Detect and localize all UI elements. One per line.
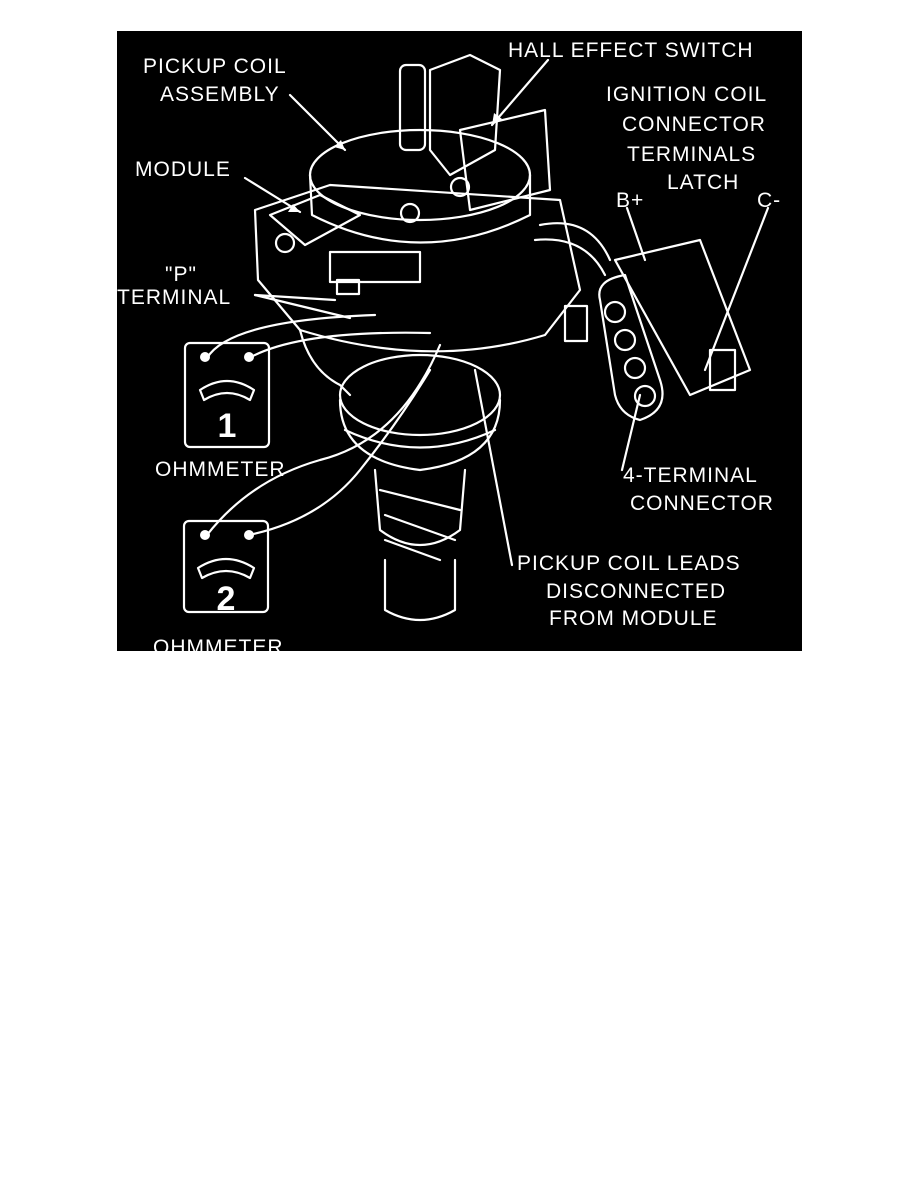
ohmmeter-2-label: OHMMETER [153, 636, 284, 659]
leader-lines [243, 58, 770, 567]
module-label: MODULE [135, 158, 231, 181]
four-terminal-connector-illustration [598, 238, 752, 422]
ohmmeter-1-number: 1 [218, 407, 237, 445]
pickup-leads-label-line3: FROM MODULE [549, 607, 718, 630]
p-terminal-label-line1: "P" [165, 263, 197, 286]
four-terminal-label-line1: 4-TERMINAL [623, 464, 758, 487]
hall-effect-switch-label: HALL EFFECT SWITCH [508, 39, 754, 62]
p-terminal-label-line2: TERMINAL [117, 286, 231, 309]
b-plus-label: B+ [616, 189, 644, 212]
ohmmeter-2-number: 2 [217, 580, 236, 618]
pickup-leads-label-line2: DISCONNECTED [546, 580, 726, 603]
ohmmeter-leads [205, 313, 442, 537]
ohmmeter-1: 1 [183, 341, 271, 449]
ignition-coil-label-line3: TERMINALS [627, 143, 756, 166]
distributor-illustration [253, 53, 752, 621]
ohmmeter-1-label: OHMMETER [155, 458, 286, 481]
ignition-coil-label-line2: CONNECTOR [622, 113, 766, 136]
four-terminal-label-line2: CONNECTOR [630, 492, 774, 515]
pickup-coil-assembly-label-line1: PICKUP COIL [143, 55, 287, 78]
pickup-coil-assembly-label-line2: ASSEMBLY [160, 83, 280, 106]
c-minus-label: C- [757, 189, 781, 212]
ohmmeter-2: 2 [182, 519, 270, 618]
latch-label: LATCH [667, 171, 739, 194]
pickup-leads-label-line1: PICKUP COIL LEADS [517, 552, 741, 575]
ignition-coil-label-line1: IGNITION COIL [606, 83, 767, 106]
